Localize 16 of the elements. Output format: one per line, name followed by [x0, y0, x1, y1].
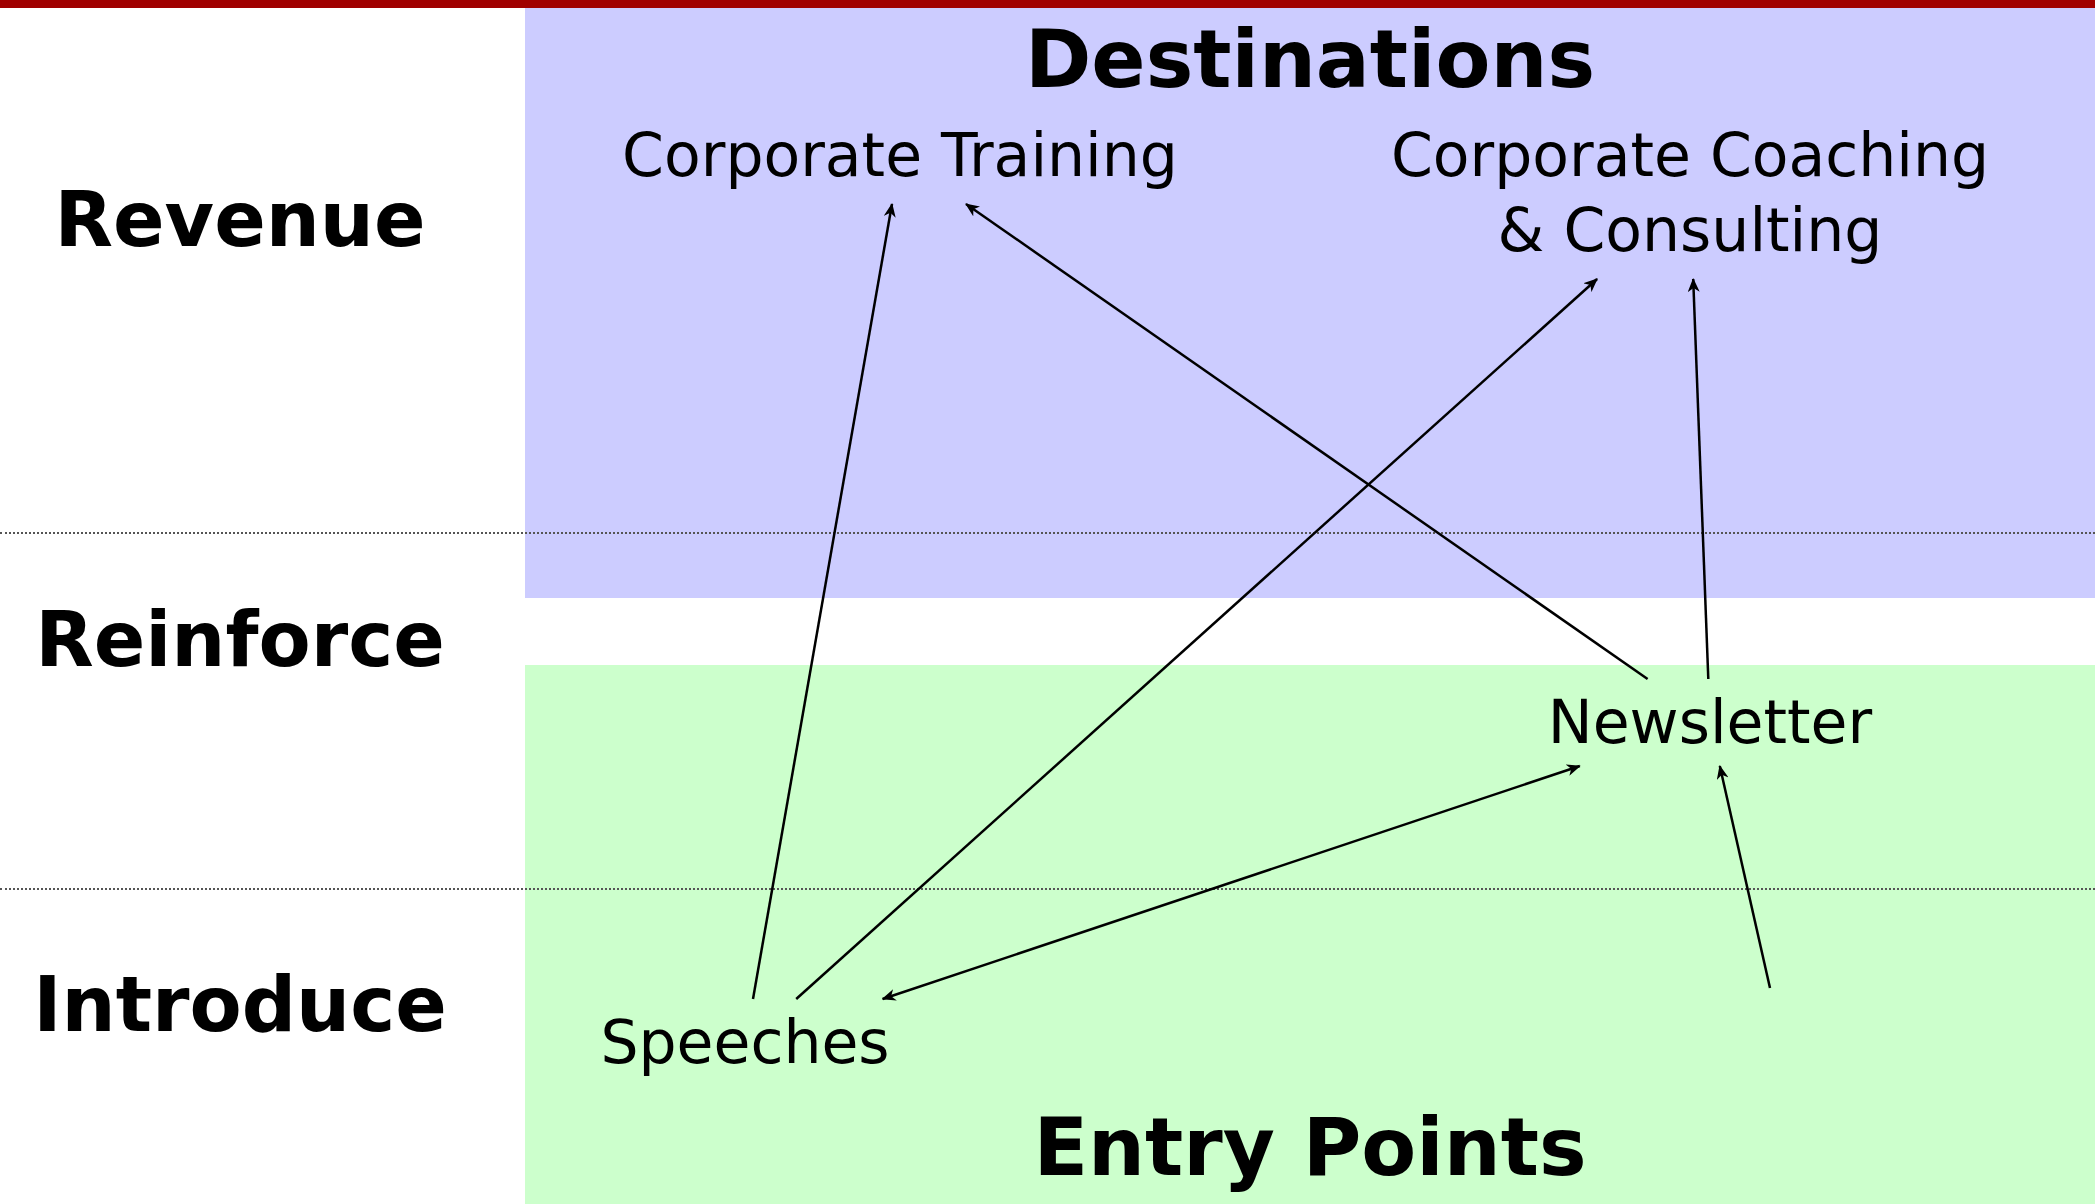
row-label: Revenue	[54, 175, 426, 264]
entry-points-band	[525, 665, 2095, 1204]
process-label: Speeches	[600, 1005, 890, 1085]
arrow	[881, 764, 1581, 1001]
process-label: Newsletter	[1545, 685, 1875, 760]
row-label: Reinforce	[35, 595, 445, 684]
arrow	[1716, 765, 1772, 989]
arrow	[751, 203, 896, 1000]
arrow	[795, 278, 1598, 1000]
band-heading: Destinations	[1024, 13, 1596, 106]
band-heading: Entry Points	[1033, 1101, 1587, 1194]
process-label: Corporate Training	[620, 118, 1180, 198]
destinations-band	[525, 8, 2095, 598]
row-label: Introduce	[33, 960, 447, 1049]
process-label: Corporate Coaching & Consulting	[1385, 118, 1995, 273]
arrow	[1687, 278, 1710, 680]
